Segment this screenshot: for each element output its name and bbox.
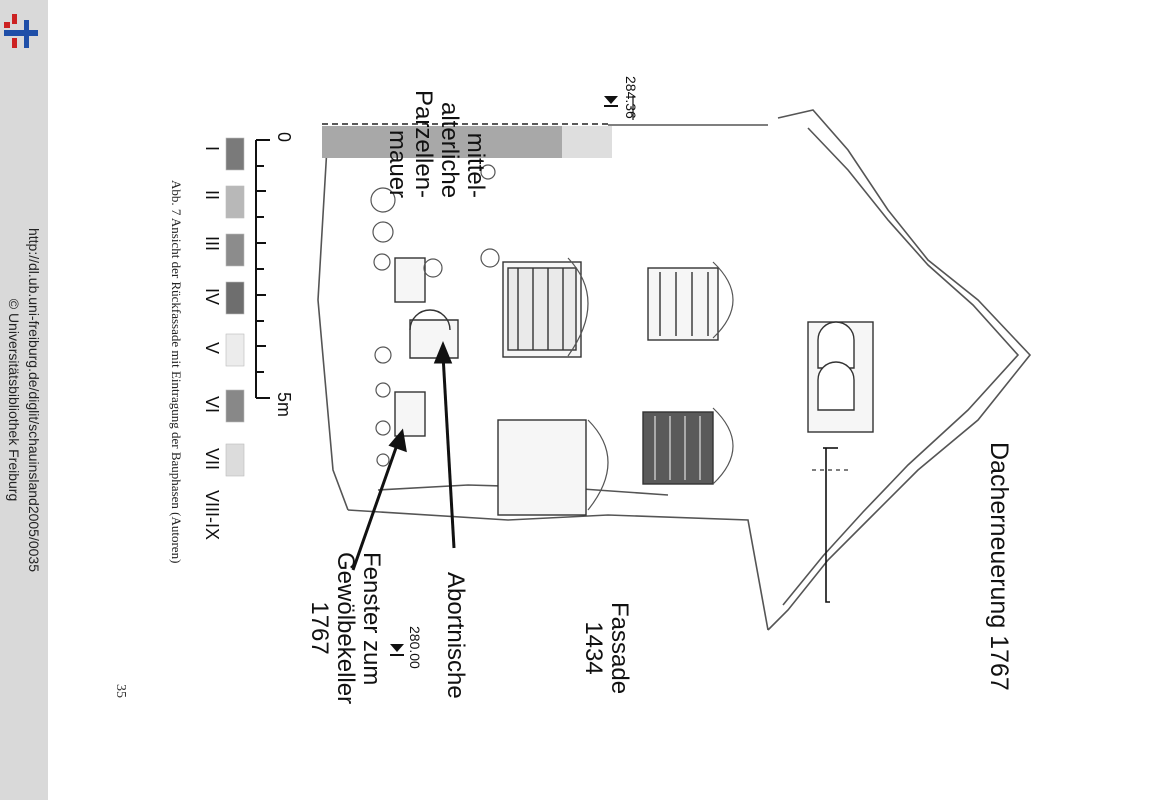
- legend-swatch-4: [225, 281, 245, 315]
- windows: [394, 257, 874, 516]
- label-wall-line3: Parzellen-: [410, 90, 437, 199]
- phase-shading: [322, 123, 612, 158]
- legend-label-6: VI: [202, 396, 222, 414]
- legend-label-2: II: [202, 190, 222, 201]
- page-number: 35: [113, 684, 128, 698]
- label-window: Fenster zum Gewölbekeller 1767: [306, 552, 385, 705]
- level-markers: [390, 96, 634, 656]
- label-facade: Fassade 1434: [580, 602, 633, 695]
- legend-label-4: IV: [202, 288, 222, 306]
- legend-label-3: III: [202, 236, 222, 252]
- stone-marks: [370, 164, 500, 467]
- source-info: http://dl.ub.uni-freiburg.de/diglit/scha…: [4, 228, 44, 572]
- level-bottom-value: 280.00: [407, 626, 423, 669]
- window-arches: [567, 257, 734, 511]
- label-wall-line2: alterliche: [436, 102, 463, 199]
- legend-label-7: VII: [202, 448, 222, 471]
- legend-label-5: V: [202, 342, 222, 355]
- label-window-line3: 1767: [306, 601, 333, 655]
- label-wall-line4: mauer: [384, 130, 411, 199]
- legend-swatch-1: [225, 137, 245, 171]
- document-page: Dacherneuerung 1767 Fassade 1434 Abortni…: [48, 0, 1176, 800]
- legend-label-8: VIII-IX: [202, 490, 222, 541]
- level-marker-bottom: [390, 644, 404, 652]
- label-medieval-wall: mittel- alterliche Parzellen- mauer: [384, 90, 489, 199]
- facade-drawing: [225, 96, 1032, 656]
- level-marker-top: [604, 96, 618, 104]
- scale-bar: [255, 139, 270, 399]
- legend-swatch-2: [225, 185, 245, 219]
- level-top-value: 284.36: [623, 76, 639, 119]
- label-window-line1: Fenster zum: [358, 552, 385, 686]
- scale-end-label: 5m: [274, 392, 294, 418]
- annotation-arrows: [351, 341, 456, 571]
- label-abortnische: Abortnische: [442, 572, 469, 699]
- roof-bracket: [823, 447, 838, 603]
- facade-outline: [317, 109, 1032, 631]
- copyright-notice: © Universitätsbibliothek Freiburg: [6, 298, 22, 502]
- scale-start-label: 0: [274, 132, 294, 143]
- legend-swatches: [225, 137, 245, 477]
- label-wall-line1: mittel-: [462, 132, 489, 199]
- legend-label-1: I: [202, 146, 222, 152]
- legend-swatch-3: [225, 233, 245, 267]
- legend-swatch-7: [225, 443, 245, 477]
- label-facade-line1: Fassade: [606, 602, 633, 695]
- label-roof-renewal: Dacherneuerung 1767: [985, 442, 1013, 691]
- viewer-sidebar: http://dl.ub.uni-freiburg.de/diglit/scha…: [0, 0, 48, 800]
- label-facade-line2: 1434: [580, 621, 607, 675]
- legend-swatch-5: [225, 333, 245, 367]
- library-logo-icon: [4, 14, 38, 48]
- source-url[interactable]: http://dl.ub.uni-freiburg.de/diglit/scha…: [26, 227, 42, 573]
- figure-caption: Abb. 7 Ansicht der Rückfassade mit Eintr…: [169, 180, 184, 564]
- label-window-line2: Gewölbekeller: [332, 552, 359, 705]
- legend-swatch-6: [225, 389, 245, 423]
